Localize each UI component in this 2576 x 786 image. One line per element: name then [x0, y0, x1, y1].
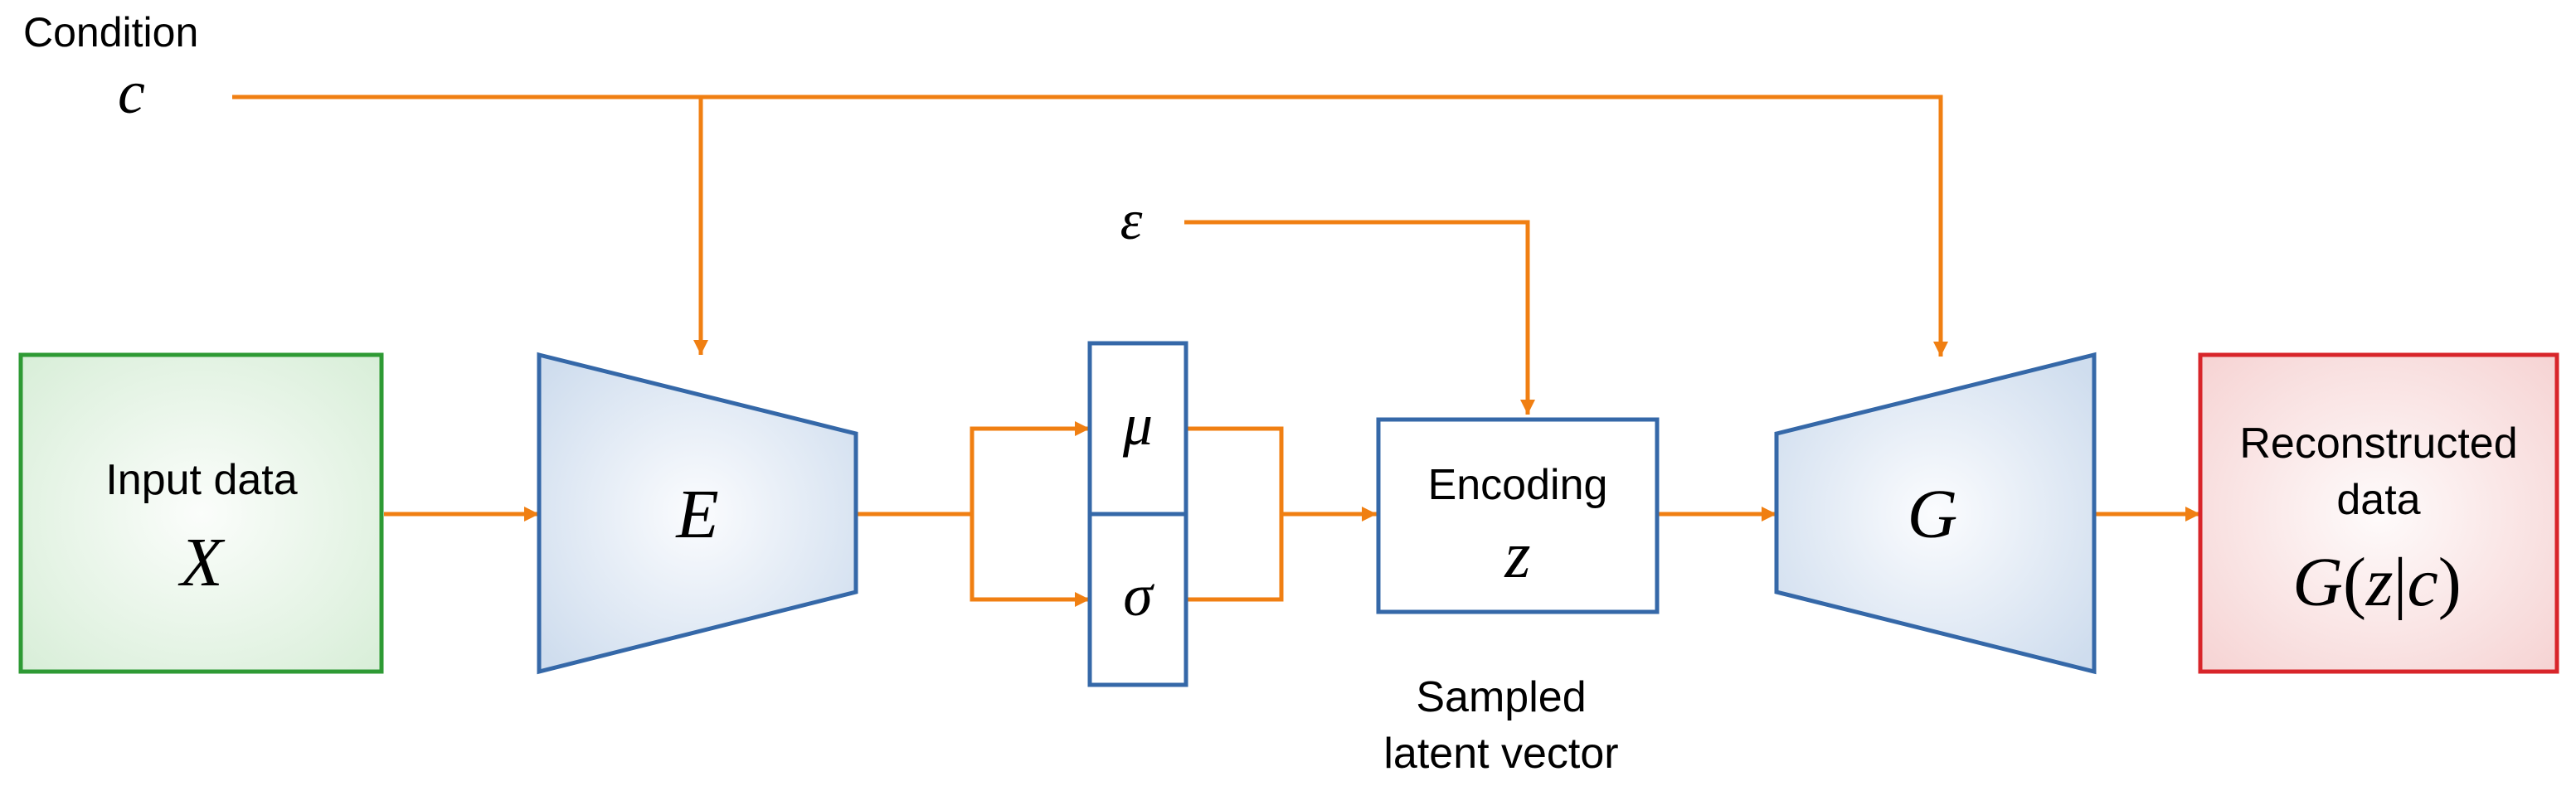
generator-symbol: G: [1908, 476, 1958, 553]
output-data-label-line1: Reconstructed: [2239, 420, 2517, 468]
input-data-box: Input data X: [18, 352, 384, 674]
mu-to-merge-line: [1186, 426, 1284, 514]
mu-symbol: μ: [1122, 391, 1153, 458]
latent-parameters: μ σ: [1087, 341, 1188, 687]
sigma-box: [1087, 512, 1188, 687]
input-data-frame: [18, 352, 384, 674]
connections: [232, 95, 2200, 607]
encoder-shape: [537, 352, 858, 675]
formula-c: c: [2407, 544, 2437, 621]
encoder-network: E: [537, 352, 858, 675]
output-data-frame: [2198, 352, 2559, 674]
output-data-label-line2: data: [2336, 476, 2420, 524]
formula-bar: |: [2394, 544, 2408, 621]
input-data-label: Input data: [105, 456, 297, 504]
formula-open-paren: (: [2343, 544, 2366, 621]
encoding-symbol: z: [1504, 519, 1530, 592]
output-data-formula: G(z|c): [2292, 544, 2461, 621]
formula-z: z: [2365, 544, 2394, 621]
condition-label: Condition: [23, 9, 198, 56]
encoding-caption-line1: Sampled: [1416, 673, 1586, 721]
condition-group: Condition c: [23, 9, 198, 127]
mu-box: [1087, 341, 1188, 517]
formula-g: G: [2292, 544, 2343, 621]
epsilon-symbol: ε: [1120, 188, 1143, 251]
generator-shape: [1774, 352, 2097, 675]
input-data-symbol: X: [177, 524, 226, 601]
condition-symbol: c: [118, 59, 145, 127]
sigma-to-merge-line: [1186, 514, 1284, 602]
sigma-symbol: σ: [1123, 562, 1154, 628]
encoding-box: Encoding z: [1376, 417, 1660, 614]
epsilon-to-encoding-arrow: [1184, 220, 1535, 415]
encoding-frame: [1376, 417, 1660, 614]
encoding-label: Encoding: [1428, 461, 1608, 509]
formula-close-paren: ): [2438, 544, 2462, 621]
encoding-caption-line2: latent vector: [1383, 730, 1618, 778]
encoder-to-mu-arrow: [970, 421, 1090, 514]
generator-network: G: [1774, 352, 2097, 675]
encoder-symbol: E: [675, 476, 718, 553]
output-data-box: Reconstructed data G(z|c): [2198, 352, 2559, 674]
encoder-to-sigma-arrow: [970, 514, 1090, 607]
condition-line: [232, 95, 1948, 357]
